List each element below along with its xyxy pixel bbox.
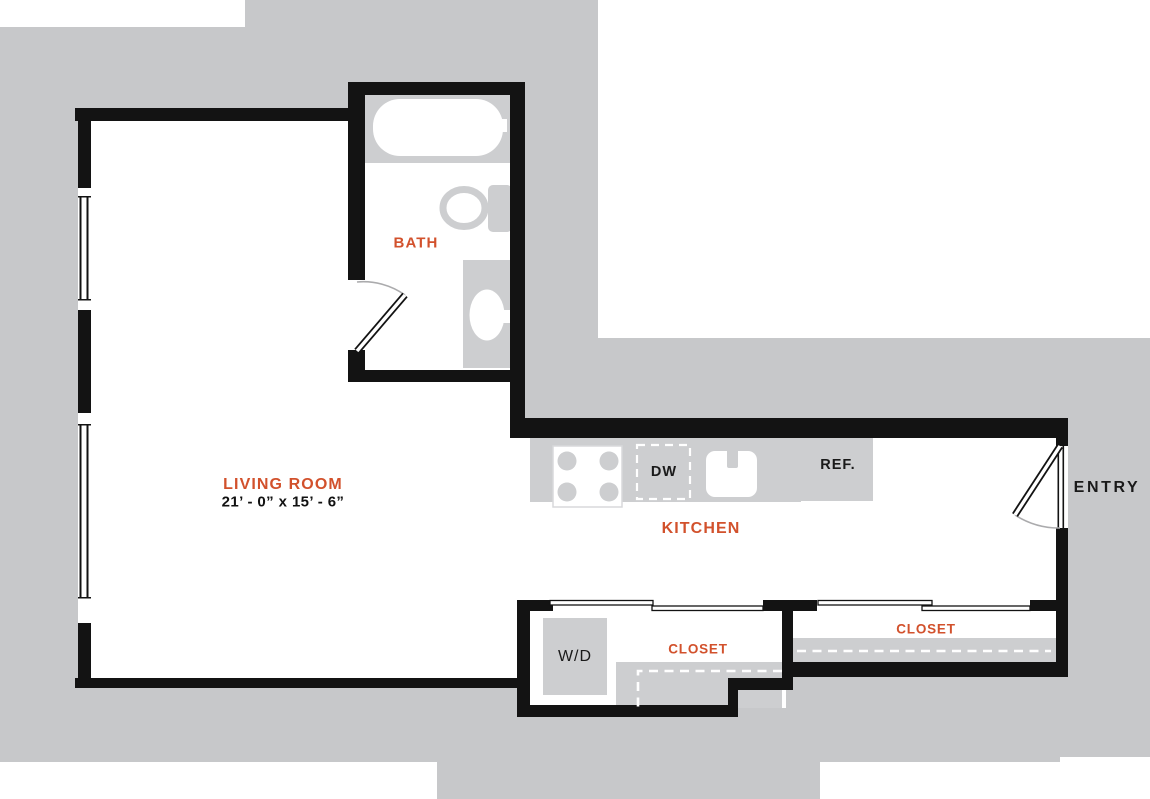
window-lower-glazing bbox=[86, 425, 89, 597]
bath-sink-basin bbox=[469, 289, 505, 341]
building-mass-bottom-tongue bbox=[437, 762, 820, 799]
closet-entry-label: CLOSET bbox=[896, 621, 956, 637]
window-lower-sill-line bbox=[78, 424, 91, 426]
bath-label: BATH bbox=[393, 234, 439, 252]
dishwasher-label: DW bbox=[650, 463, 678, 480]
building-mass-mid-band bbox=[525, 338, 1150, 418]
bath-door-leaf-inner bbox=[355, 293, 407, 353]
sliding-door-laundry-outer bbox=[549, 599, 654, 606]
sliding-door-laundry-inner bbox=[651, 605, 764, 612]
wall-bath-left bbox=[348, 82, 365, 280]
living-room-dimensions: 21’ - 0” x 15’ - 6” bbox=[221, 493, 345, 511]
washer-dryer-box bbox=[543, 618, 607, 695]
window-upper-sill-line bbox=[78, 196, 91, 198]
toilet-bowl bbox=[439, 186, 489, 230]
burner-icon bbox=[557, 482, 577, 502]
wall-closet-top-right bbox=[1030, 600, 1058, 611]
wall-laundry-closet-bottom bbox=[517, 705, 738, 717]
building-mass-top-strip bbox=[245, 0, 598, 27]
bath-door-arc bbox=[356, 280, 406, 296]
bath-sink-faucet bbox=[492, 310, 510, 323]
window-upper-glazing bbox=[79, 197, 82, 300]
building-mass-right-column bbox=[1060, 418, 1150, 757]
wall-right-lower bbox=[1056, 528, 1068, 677]
washer-dryer-label: W/D bbox=[557, 648, 593, 665]
kitchen-label: KITCHEN bbox=[661, 520, 741, 537]
entry-label: ENTRY bbox=[1073, 479, 1141, 496]
wall-living-room-bottom bbox=[75, 678, 520, 688]
wall-closet-top-left bbox=[517, 600, 553, 611]
entry-door-frame-line bbox=[1057, 446, 1060, 528]
wall-living-room-top bbox=[75, 108, 365, 121]
wall-entry-closet-bottom bbox=[782, 662, 1068, 677]
wall-bath-bottom bbox=[348, 370, 525, 382]
burner-icon bbox=[599, 451, 619, 471]
window-lower-glazing bbox=[79, 425, 82, 597]
tub-faucet bbox=[489, 119, 507, 132]
kitchen-sink bbox=[706, 451, 757, 497]
refrigerator-label: REF. bbox=[820, 456, 856, 473]
wall-closet-divider bbox=[782, 600, 793, 690]
wall-bath-top bbox=[348, 82, 525, 95]
entry-door-leaf-inner bbox=[1013, 445, 1062, 516]
sliding-door-entry-closet-outer bbox=[817, 599, 933, 606]
bathtub bbox=[373, 99, 503, 156]
refrigerator-box bbox=[801, 431, 873, 501]
sliding-door-entry-closet-inner bbox=[921, 605, 1031, 612]
wall-living-room-left-middle bbox=[78, 310, 91, 413]
kitchen-sink-faucet bbox=[727, 447, 738, 468]
toilet-tank bbox=[488, 185, 512, 232]
window-lower-sill-line bbox=[78, 597, 91, 599]
dishwasher-outline bbox=[635, 443, 692, 501]
entry-door-frame-line bbox=[1062, 446, 1065, 528]
wall-step-vertical bbox=[728, 678, 738, 717]
burner-icon bbox=[599, 482, 619, 502]
wall-entry-jamb-top bbox=[1056, 438, 1068, 446]
wall-kitchen-top bbox=[510, 418, 1068, 438]
wall-laundry-closet-left bbox=[517, 600, 530, 717]
wall-bath-right bbox=[510, 82, 525, 438]
wall-living-room-left-lower bbox=[78, 623, 91, 688]
laundry-shelf-dashed-line bbox=[636, 669, 782, 707]
closet-lower-label: CLOSET bbox=[668, 641, 728, 657]
living-room-label: LIVING ROOM bbox=[223, 476, 343, 493]
window-upper-glazing bbox=[86, 197, 89, 300]
window-upper-sill-line bbox=[78, 299, 91, 301]
wall-living-room-left-upper bbox=[78, 108, 91, 188]
burner-icon bbox=[557, 451, 577, 471]
wall-step-horizontal bbox=[728, 678, 793, 690]
building-mass-left-column bbox=[0, 338, 85, 690]
